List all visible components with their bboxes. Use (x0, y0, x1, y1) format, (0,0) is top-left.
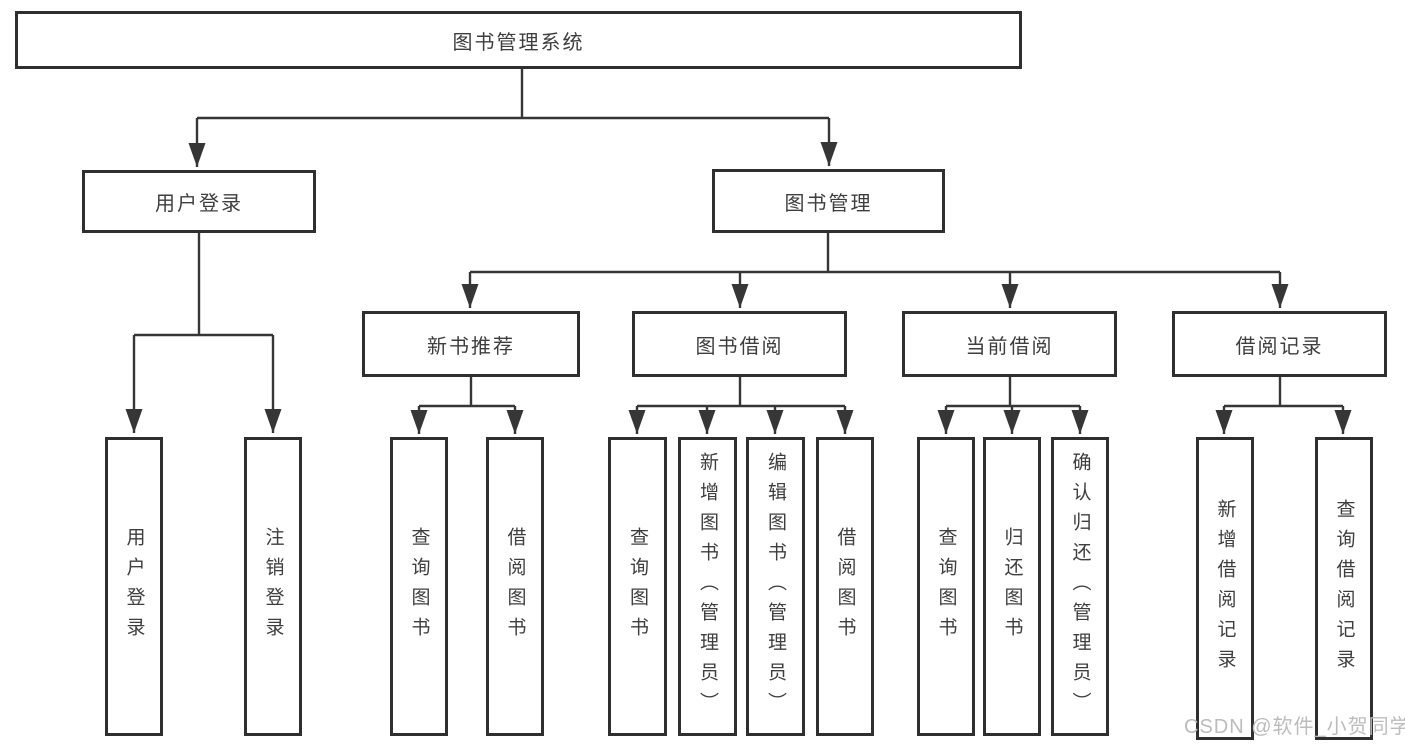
node-label: 当前借阅 (965, 335, 1054, 358)
node-query-book-1: 查询图书 (390, 437, 448, 736)
node-label: 借阅图书 (504, 526, 526, 647)
node-return-book: 归还图书 (983, 437, 1041, 736)
node-book-borrowing: 图书借阅 (632, 311, 847, 377)
node-label: 新书推荐 (427, 335, 515, 358)
node-label: 确认归还（管理员） (1069, 451, 1091, 722)
node-label: 查询图书 (408, 526, 430, 647)
node-query-book-2: 查询图书 (608, 437, 667, 736)
node-label: 图书管理系统 (452, 31, 585, 54)
node-label: 查询图书 (935, 526, 957, 647)
node-borrow-book-2: 借阅图书 (816, 437, 874, 736)
node-book-management: 图书管理 (712, 169, 945, 233)
node-edit-book-admin: 编辑图书（管理员） (746, 437, 805, 736)
node-query-borrow-record: 查询借阅记录 (1315, 437, 1373, 740)
node-label: 编辑图书（管理员） (765, 451, 786, 722)
node-label: 借阅记录 (1235, 335, 1324, 358)
node-add-borrow-record: 新增借阅记录 (1196, 437, 1254, 740)
node-label: 图书借阅 (695, 335, 784, 358)
csdn-watermark: CSDN @软件_小贺同学 (1184, 716, 1405, 738)
node-label: 注销登录 (262, 526, 284, 647)
node-label: 图书管理 (784, 192, 873, 215)
node-add-book-admin: 新增图书（管理员） (678, 437, 737, 736)
node-borrowing-records: 借阅记录 (1172, 311, 1387, 377)
node-user-login: 用户登录 (105, 437, 163, 736)
node-label: 用户登录 (123, 526, 145, 647)
node-query-book-3: 查询图书 (917, 437, 975, 736)
node-label: 用户登录 (155, 193, 243, 215)
node-root: 图书管理系统 (15, 11, 1022, 69)
node-label: 借阅图书 (834, 526, 856, 647)
node-current-borrowing: 当前借阅 (902, 311, 1117, 377)
node-confirm-return-admin: 确认归还（管理员） (1051, 437, 1109, 736)
node-label: 新增借阅记录 (1214, 498, 1236, 679)
node-label: 查询图书 (627, 526, 648, 647)
node-label: 归还图书 (1001, 526, 1023, 647)
node-logout: 注销登录 (244, 437, 302, 736)
node-user-login-group: 用户登录 (82, 170, 316, 233)
node-label: 新增图书（管理员） (697, 451, 718, 722)
node-new-book-recommendation: 新书推荐 (362, 311, 580, 377)
node-label: 查询借阅记录 (1333, 498, 1355, 679)
node-borrow-book-1: 借阅图书 (486, 437, 544, 736)
